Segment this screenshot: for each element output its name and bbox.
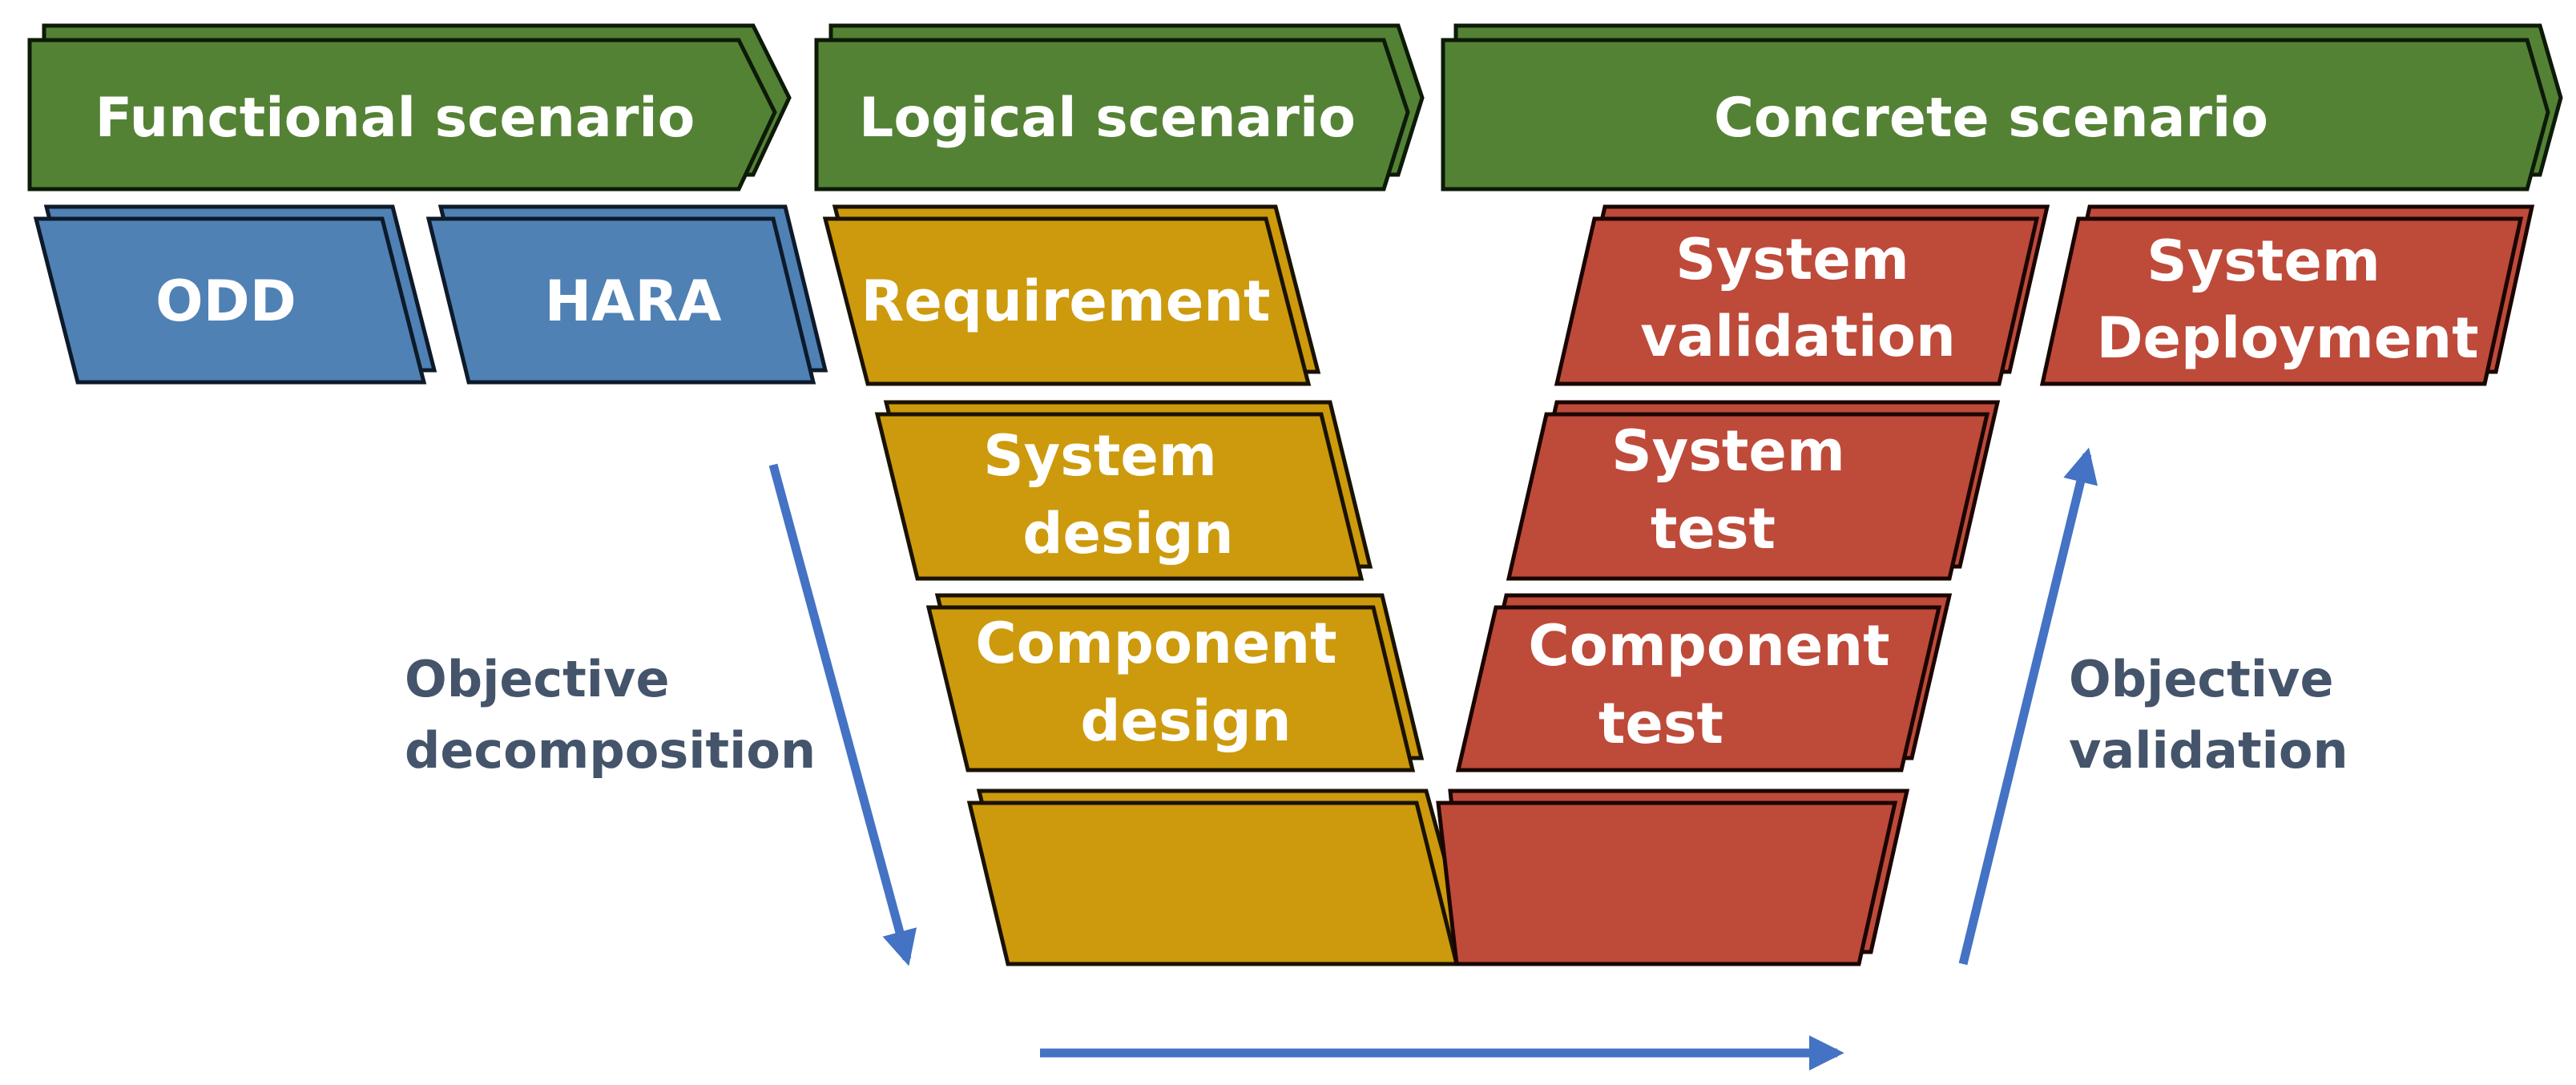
box-implementation-design-half xyxy=(966,789,1473,966)
banner-logical-scenario: Logical scenario xyxy=(814,23,1425,192)
system-deployment-label-line1: System xyxy=(2147,228,2380,294)
odd-label: ODD xyxy=(155,268,296,334)
box-system-deployment: System Deployment xyxy=(2039,204,2535,386)
validation-arrow xyxy=(1958,447,2098,966)
component-design-label-line2: design xyxy=(1080,688,1291,754)
annotation-decomposition: Objective decomposition xyxy=(405,650,816,780)
banner-logical-label: Logical scenario xyxy=(859,87,1356,150)
component-test-label-line1: Component xyxy=(1528,613,1889,679)
decomposition-label-line2: decomposition xyxy=(405,721,816,780)
validation-label-line1: Objective xyxy=(2069,650,2334,708)
box-implementation-test-half xyxy=(1436,789,1910,966)
system-design-label-line2: design xyxy=(1022,501,1233,567)
component-design-label-line1: Component xyxy=(975,611,1336,676)
component-test-label-line2: test xyxy=(1598,691,1723,756)
box-component-design: Component design xyxy=(925,593,1425,772)
box-odd: ODD xyxy=(33,204,437,385)
system-test-label-line1: System xyxy=(1611,418,1845,484)
box-requirement: Requirement xyxy=(822,204,1321,386)
box-hara: HARA xyxy=(425,204,828,385)
banner-concrete-scenario: Concrete scenario xyxy=(1441,23,2563,192)
system-validation-label-line2: validation xyxy=(1640,304,1956,369)
box-system-test: System test xyxy=(1506,400,2001,581)
banner-functional-scenario: Functional scenario xyxy=(27,23,792,192)
system-validation-label-line1: System xyxy=(1675,227,1909,292)
banner-functional-label: Functional scenario xyxy=(95,87,695,150)
decomposition-arrow xyxy=(768,463,917,966)
system-design-label-line1: System xyxy=(983,423,1217,489)
annotation-validation: Objective validation xyxy=(2069,650,2348,780)
validation-label-line2: validation xyxy=(2069,721,2348,780)
system-test-label-line2: test xyxy=(1651,496,1776,562)
requirement-label: Requirement xyxy=(861,268,1270,334)
system-deployment-label-line2: Deployment xyxy=(2096,305,2478,371)
box-component-test: Component test xyxy=(1455,593,1953,772)
hara-label: HARA xyxy=(545,268,722,334)
box-system-validation: System validation xyxy=(1554,204,2050,386)
banner-concrete-label: Concrete scenario xyxy=(1714,87,2268,150)
decomposition-label-line1: Objective xyxy=(405,650,670,708)
box-system-design: System design xyxy=(874,400,1373,581)
